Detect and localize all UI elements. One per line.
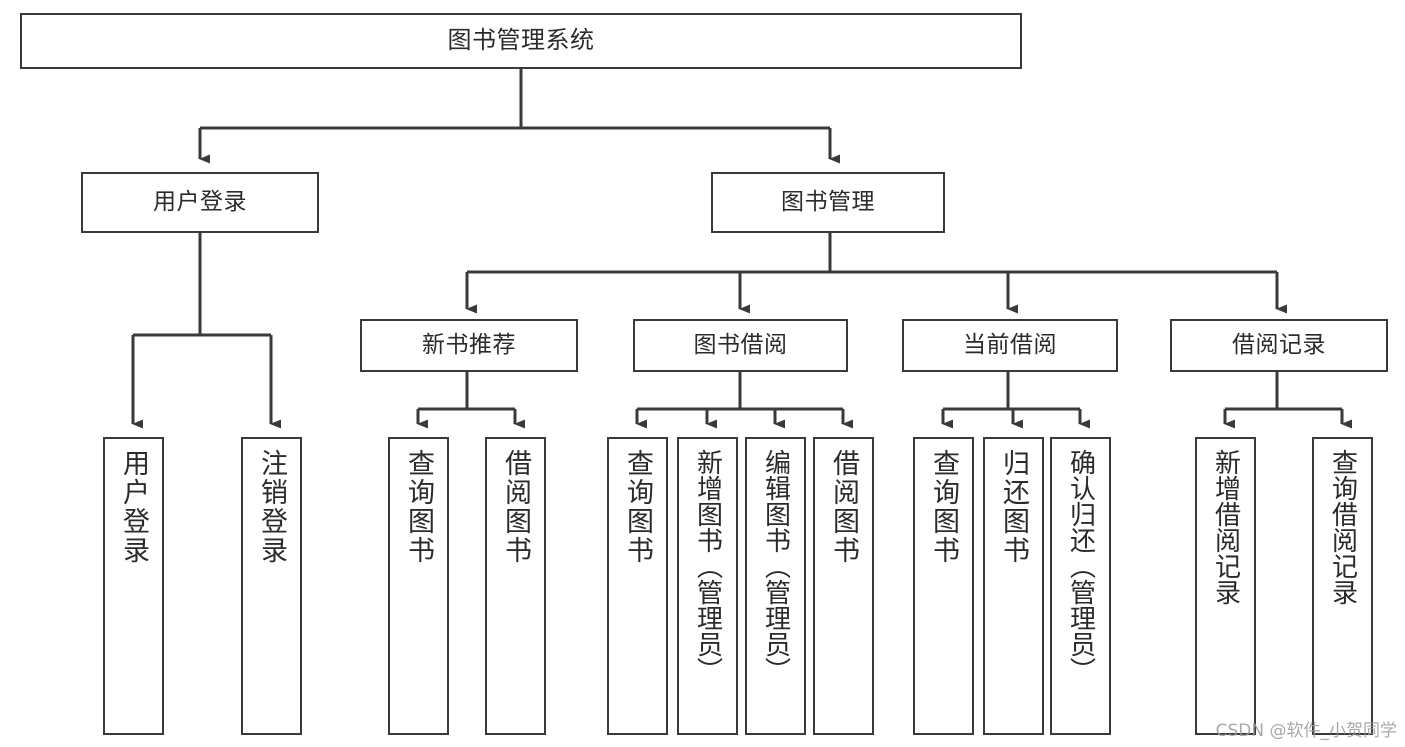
leaf-lend-book[interactable]: 借阅图书 xyxy=(813,437,874,735)
csdn-watermark: CSDN @软件_小贺同学 xyxy=(1215,721,1397,741)
node-book-management[interactable]: 图书管理 xyxy=(711,172,945,233)
leaf-query-borrow-record[interactable]: 查询借阅记录 xyxy=(1312,437,1373,735)
node-label: 新增图书（管理员） xyxy=(692,449,723,683)
node-user-login[interactable]: 用户登录 xyxy=(81,172,319,233)
node-label: 当前借阅 xyxy=(963,332,1057,359)
node-label: 查询借阅记录 xyxy=(1327,449,1358,605)
node-label: 用户登录 xyxy=(153,189,247,216)
node-label: 查询图书 xyxy=(622,449,653,565)
node-label: 确认归还（管理员） xyxy=(1065,449,1096,683)
node-label: 查询图书 xyxy=(403,449,434,565)
node-new-book-recommendation[interactable]: 新书推荐 xyxy=(360,319,578,372)
leaf-confirm-return-admin[interactable]: 确认归还（管理员） xyxy=(1050,437,1111,735)
leaf-query-book-recommend[interactable]: 查询图书 xyxy=(388,437,449,735)
node-book-borrowing[interactable]: 图书借阅 xyxy=(633,319,848,372)
node-label: 图书借阅 xyxy=(693,332,788,359)
leaf-add-book-admin[interactable]: 新增图书（管理员） xyxy=(677,437,738,735)
leaf-user-login[interactable]: 用户登录 xyxy=(103,437,164,735)
leaf-query-book-borrow[interactable]: 查询图书 xyxy=(607,437,668,735)
leaf-edit-book-admin[interactable]: 编辑图书（管理员） xyxy=(745,437,806,735)
node-label: 查询图书 xyxy=(928,449,959,565)
node-root-book-management-system[interactable]: 图书管理系统 xyxy=(20,13,1022,69)
node-label: 注销登录 xyxy=(256,449,287,565)
node-label: 借阅记录 xyxy=(1232,332,1326,359)
node-label: 借阅图书 xyxy=(500,449,531,565)
node-label: 新增借阅记录 xyxy=(1210,449,1241,605)
node-label: 图书管理系统 xyxy=(447,26,595,55)
node-label: 编辑图书（管理员） xyxy=(760,449,791,683)
leaf-return-book[interactable]: 归还图书 xyxy=(983,437,1044,735)
node-label: 借阅图书 xyxy=(828,449,859,565)
leaf-query-book-current[interactable]: 查询图书 xyxy=(913,437,974,735)
leaf-add-borrow-record[interactable]: 新增借阅记录 xyxy=(1195,437,1256,735)
leaf-logout[interactable]: 注销登录 xyxy=(241,437,302,735)
node-current-borrowing[interactable]: 当前借阅 xyxy=(902,319,1118,372)
node-label: 归还图书 xyxy=(998,449,1029,565)
leaf-borrow-book-recommend[interactable]: 借阅图书 xyxy=(485,437,546,735)
node-borrowing-record[interactable]: 借阅记录 xyxy=(1170,319,1388,372)
node-label: 新书推荐 xyxy=(422,332,516,359)
node-label: 图书管理 xyxy=(781,189,875,216)
node-label: 用户登录 xyxy=(118,449,149,565)
